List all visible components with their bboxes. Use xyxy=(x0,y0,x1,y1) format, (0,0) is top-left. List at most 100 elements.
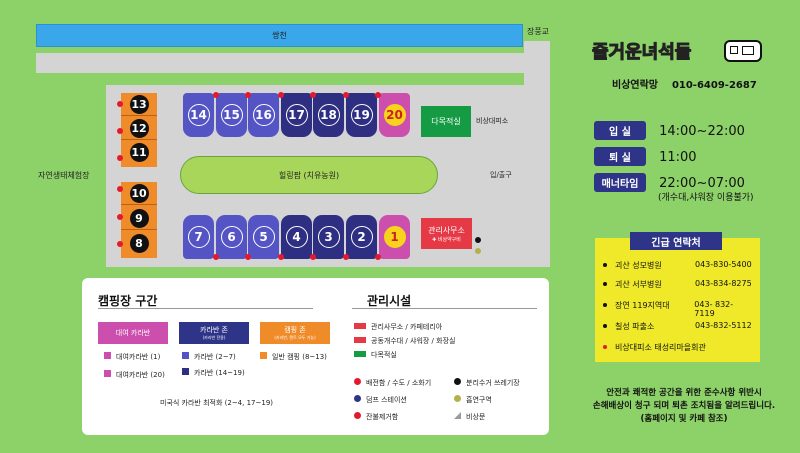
zone-item-label: 카라반 (14~19) xyxy=(194,369,245,377)
emergency-name: 칠성 파출소 xyxy=(615,322,655,331)
caravan-plot[interactable]: 7 xyxy=(183,215,214,259)
caravan-plot[interactable]: 17 xyxy=(281,93,312,137)
utility-dot xyxy=(117,128,123,134)
facility-dot: 비상문 xyxy=(454,412,485,422)
camping-plot[interactable]: 11 xyxy=(121,141,157,164)
zone-head-camping: 캠핑 존 (카라반, 텐트 모두 가능) xyxy=(260,322,330,344)
utility-dot xyxy=(245,254,251,260)
utility-dot xyxy=(375,92,381,98)
rental-caravan-plot[interactable]: 20 xyxy=(379,93,410,137)
rental-caravan-plot[interactable]: 1 xyxy=(379,215,410,259)
zone-head-label: 캠핑 존 xyxy=(284,326,306,334)
zone-note: 미국식 카라반 최적화 (2~4, 17~19) xyxy=(160,399,273,407)
zone-item-label: 카라반 (2~7) xyxy=(194,353,236,361)
caravan-plot[interactable]: 6 xyxy=(216,215,247,259)
facilities-title: 관리시설 xyxy=(367,294,412,308)
road-vertical xyxy=(524,41,550,267)
caravan-plot[interactable]: 19 xyxy=(346,93,377,137)
zone-item-label: 대여카라반 (1) xyxy=(116,353,161,361)
facility-bar: 다목적실 xyxy=(354,350,397,360)
camping-plot[interactable]: 8 xyxy=(121,232,157,255)
river: 쌍천 xyxy=(36,24,523,47)
utility-dot xyxy=(245,92,251,98)
checkout-row: 퇴 실 11:00 xyxy=(594,146,697,166)
emergency-phone: 043-834-8275 xyxy=(695,279,752,288)
zone-item-label: 일반 캠핑 (8~13) xyxy=(272,353,327,361)
camping-plot[interactable]: 9 xyxy=(121,207,157,230)
multipurpose-label: 다목적실 xyxy=(431,117,461,126)
plot-number: 3 xyxy=(317,226,340,248)
plot-number: 12 xyxy=(129,118,149,138)
manner-time-note: (개수대,샤워장 이용불가) xyxy=(658,193,754,203)
emergency-phone: 010-6409-2687 xyxy=(671,80,757,91)
facility-label: 비상문 xyxy=(466,413,486,421)
utility-dot xyxy=(375,254,381,260)
zone-head-caravan: 카라반 존 (카라반 전용) xyxy=(179,322,249,344)
caravan-plot[interactable]: 5 xyxy=(248,215,279,259)
caravan-plot[interactable]: 18 xyxy=(313,93,344,137)
camping-plot[interactable]: 10 xyxy=(121,182,157,205)
notice-line: 안전과 쾌적한 공간을 위한 준수사항 위반시 xyxy=(606,388,762,398)
facility-label: 흡연구역 xyxy=(466,396,492,404)
emergency-row: 비상대피소 태성리마을회관 xyxy=(603,342,753,353)
zone-head-sub: (카라반, 텐트 모두 가능) xyxy=(274,335,316,340)
caravan-plot[interactable]: 15 xyxy=(216,93,247,137)
plot-number: 18 xyxy=(317,104,340,126)
emergency-phone: 043- 832-7119 xyxy=(694,300,734,318)
zone-item: 대여카라반 (1) xyxy=(104,352,160,362)
facility-dot: 흡연구역 xyxy=(454,395,492,405)
caravan-plot[interactable]: 2 xyxy=(346,215,377,259)
caravan-plot[interactable]: 16 xyxy=(248,93,279,137)
emergency-name: 괴산 성모병원 xyxy=(615,261,662,270)
camping-plot[interactable]: 13 xyxy=(121,93,157,116)
utility-dot xyxy=(343,254,349,260)
manner-time-value: 22:00~07:00 xyxy=(659,176,745,191)
caravan-plot[interactable]: 14 xyxy=(183,93,214,137)
management-office[interactable]: 관리사무소 ✚ 비상약구비 xyxy=(421,218,472,249)
facility-dot: 배전함 / 수도 / 소화기 xyxy=(354,378,431,388)
emergency-contact: 비상연락망 010-6409-2687 xyxy=(612,76,757,91)
plot-number: 14 xyxy=(187,104,210,126)
caravan-plot[interactable]: 3 xyxy=(313,215,344,259)
facility-dot: 잔불제거함 xyxy=(354,412,398,422)
notice: 안전과 쾌적한 공간을 위한 준수사항 위반시 손해배상이 청구 되며 퇴촌 조… xyxy=(568,387,800,426)
plot-number: 1 xyxy=(383,226,406,248)
logo-text: 즐거운녀석들 xyxy=(591,42,692,64)
utility-dot xyxy=(343,92,349,98)
facility-label: 공동개수대 / 샤워장 / 화장실 xyxy=(371,337,456,345)
zones-title: 캠핑장 구간 xyxy=(98,294,158,308)
office-title: 관리사무소 xyxy=(428,225,465,235)
plot-number: 9 xyxy=(129,208,149,228)
office-subtitle: ✚ 비상약구비 xyxy=(432,236,461,243)
plot-number: 13 xyxy=(129,94,149,114)
facility-dot: 분리수거 쓰레기장 xyxy=(454,378,520,388)
plot-number: 6 xyxy=(220,226,243,248)
facility-label: 분리수거 쓰레기장 xyxy=(466,379,520,387)
zone-head-label: 카라반 존 xyxy=(200,326,228,334)
facility-bar: 관리사무소 / 카페테리아 xyxy=(354,322,442,332)
checkout-pill: 퇴 실 xyxy=(594,147,646,166)
utility-dot xyxy=(213,92,219,98)
camping-zone-bottom: 10 9 8 xyxy=(121,182,157,258)
emergency-title: 긴급 연락처 xyxy=(630,232,722,250)
plot-number: 2 xyxy=(350,226,373,248)
recycling-dot xyxy=(475,237,481,243)
utility-dot xyxy=(310,254,316,260)
camping-plot[interactable]: 12 xyxy=(121,117,157,140)
caravan-plot[interactable]: 4 xyxy=(281,215,312,259)
utility-dot xyxy=(213,254,219,260)
bridge-label: 장풍교 xyxy=(526,27,550,36)
healing-farm: 힐링팜 (치유농원) xyxy=(180,156,438,194)
multipurpose-room[interactable]: 다목적실 xyxy=(421,106,471,137)
facility-label: 관리사무소 / 카페테리아 xyxy=(371,323,443,331)
zone-head-rental: 대여 카라반 xyxy=(98,322,168,344)
facility-bar: 공동개수대 / 샤워장 / 화장실 xyxy=(354,336,455,346)
checkin-pill: 입 실 xyxy=(594,121,646,140)
plot-number: 5 xyxy=(252,226,275,248)
window-icon xyxy=(742,46,754,55)
entrance-label: 입/출구 xyxy=(490,171,512,179)
